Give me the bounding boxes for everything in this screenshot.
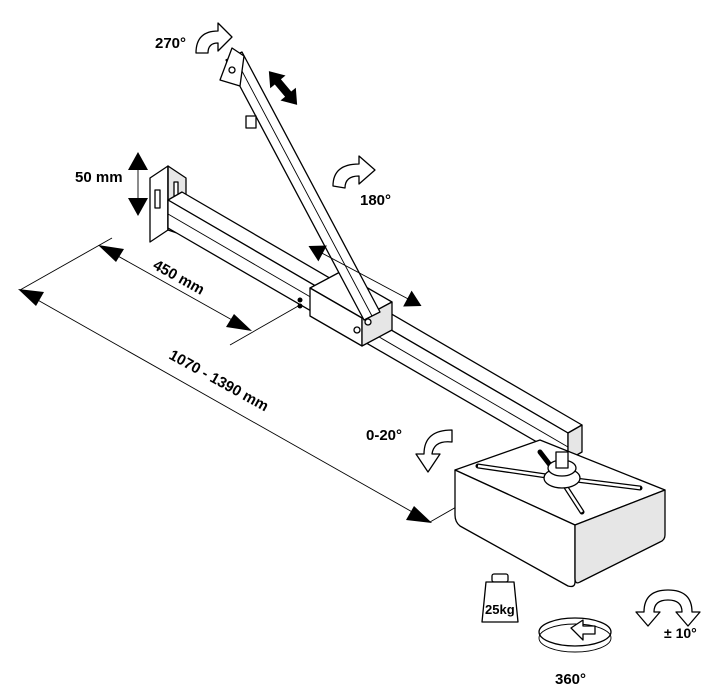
rotate-arrow-icon bbox=[332, 155, 376, 189]
rotate-arrow-icon bbox=[415, 429, 453, 473]
projector-bracket bbox=[475, 449, 643, 515]
total-length-label: 1070 - 1390 mm bbox=[166, 347, 271, 416]
double-arrow-icon bbox=[268, 71, 298, 105]
rotate-mid-label: 180° bbox=[360, 192, 391, 209]
tilt-label: 0-20° bbox=[366, 427, 402, 444]
weight-label: 25kg bbox=[485, 602, 515, 617]
double-arrow-icon bbox=[308, 245, 422, 307]
rotation-360-icon bbox=[538, 617, 612, 653]
level-adjust-icon bbox=[635, 589, 701, 627]
inner-length-label: 450 mm bbox=[150, 257, 207, 299]
projector-box bbox=[454, 439, 666, 588]
level-label: ± 10° bbox=[664, 625, 697, 641]
height-dimension bbox=[128, 152, 148, 216]
rotate-top-label: 270° bbox=[155, 35, 186, 52]
height-label: 50 mm bbox=[75, 169, 123, 186]
rotate-arrow-icon bbox=[195, 22, 233, 54]
support-strut bbox=[219, 47, 381, 321]
rotation-full-label: 360° bbox=[555, 671, 586, 688]
weight-icon bbox=[481, 573, 519, 623]
inner-length-dimension bbox=[98, 245, 301, 346]
